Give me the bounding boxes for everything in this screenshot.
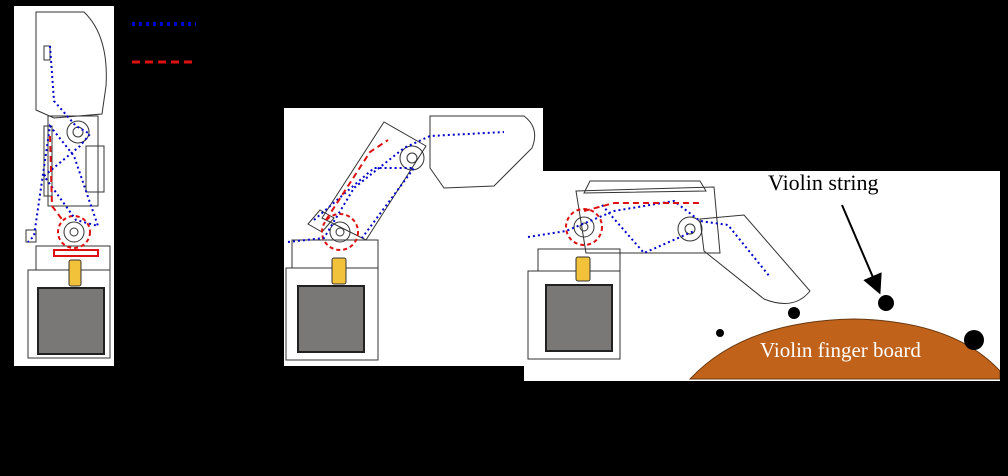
red-tendon	[325, 139, 389, 221]
finger-flexed-panel	[284, 108, 543, 366]
motor-shaft	[575, 256, 591, 282]
upper-joint-pulley	[66, 120, 90, 144]
violin-string-arrow	[841, 204, 882, 295]
red-tendon-anchor	[53, 249, 99, 257]
blue-tendon	[527, 199, 771, 278]
finger-straight-panel	[14, 6, 114, 366]
violin-string	[964, 330, 984, 350]
lower-joint-pulley	[57, 215, 91, 249]
finger-pressing-panel	[524, 171, 1000, 381]
violin-string	[788, 307, 800, 319]
red-tendon	[49, 135, 65, 223]
motor-shaft	[331, 257, 347, 285]
motor	[37, 287, 105, 355]
motor	[297, 285, 365, 353]
lower-joint-pulley	[321, 213, 359, 251]
blue-tendon	[27, 45, 100, 243]
violin-string	[878, 295, 894, 311]
blue-tendon	[287, 131, 505, 243]
motor	[545, 284, 613, 352]
legend	[132, 22, 196, 64]
violin-string	[716, 329, 724, 337]
motor-shaft	[68, 259, 82, 287]
distal-phalanx	[429, 115, 536, 189]
distal-phalanx	[35, 11, 107, 119]
violin-fingerboard	[688, 318, 1000, 380]
upper-joint-pulley	[677, 216, 703, 242]
upper-joint-pulley	[399, 145, 425, 171]
middle-phalanx	[321, 121, 427, 241]
middle-phalanx	[47, 115, 99, 207]
violin-fingerboard-label: Violin finger board	[760, 338, 921, 362]
distal-phalanx	[699, 214, 811, 304]
violin-string-label: Violin string	[768, 170, 879, 195]
red-tendon	[583, 202, 700, 212]
middle-phalanx	[575, 186, 721, 254]
lower-joint-pulley	[565, 208, 603, 246]
